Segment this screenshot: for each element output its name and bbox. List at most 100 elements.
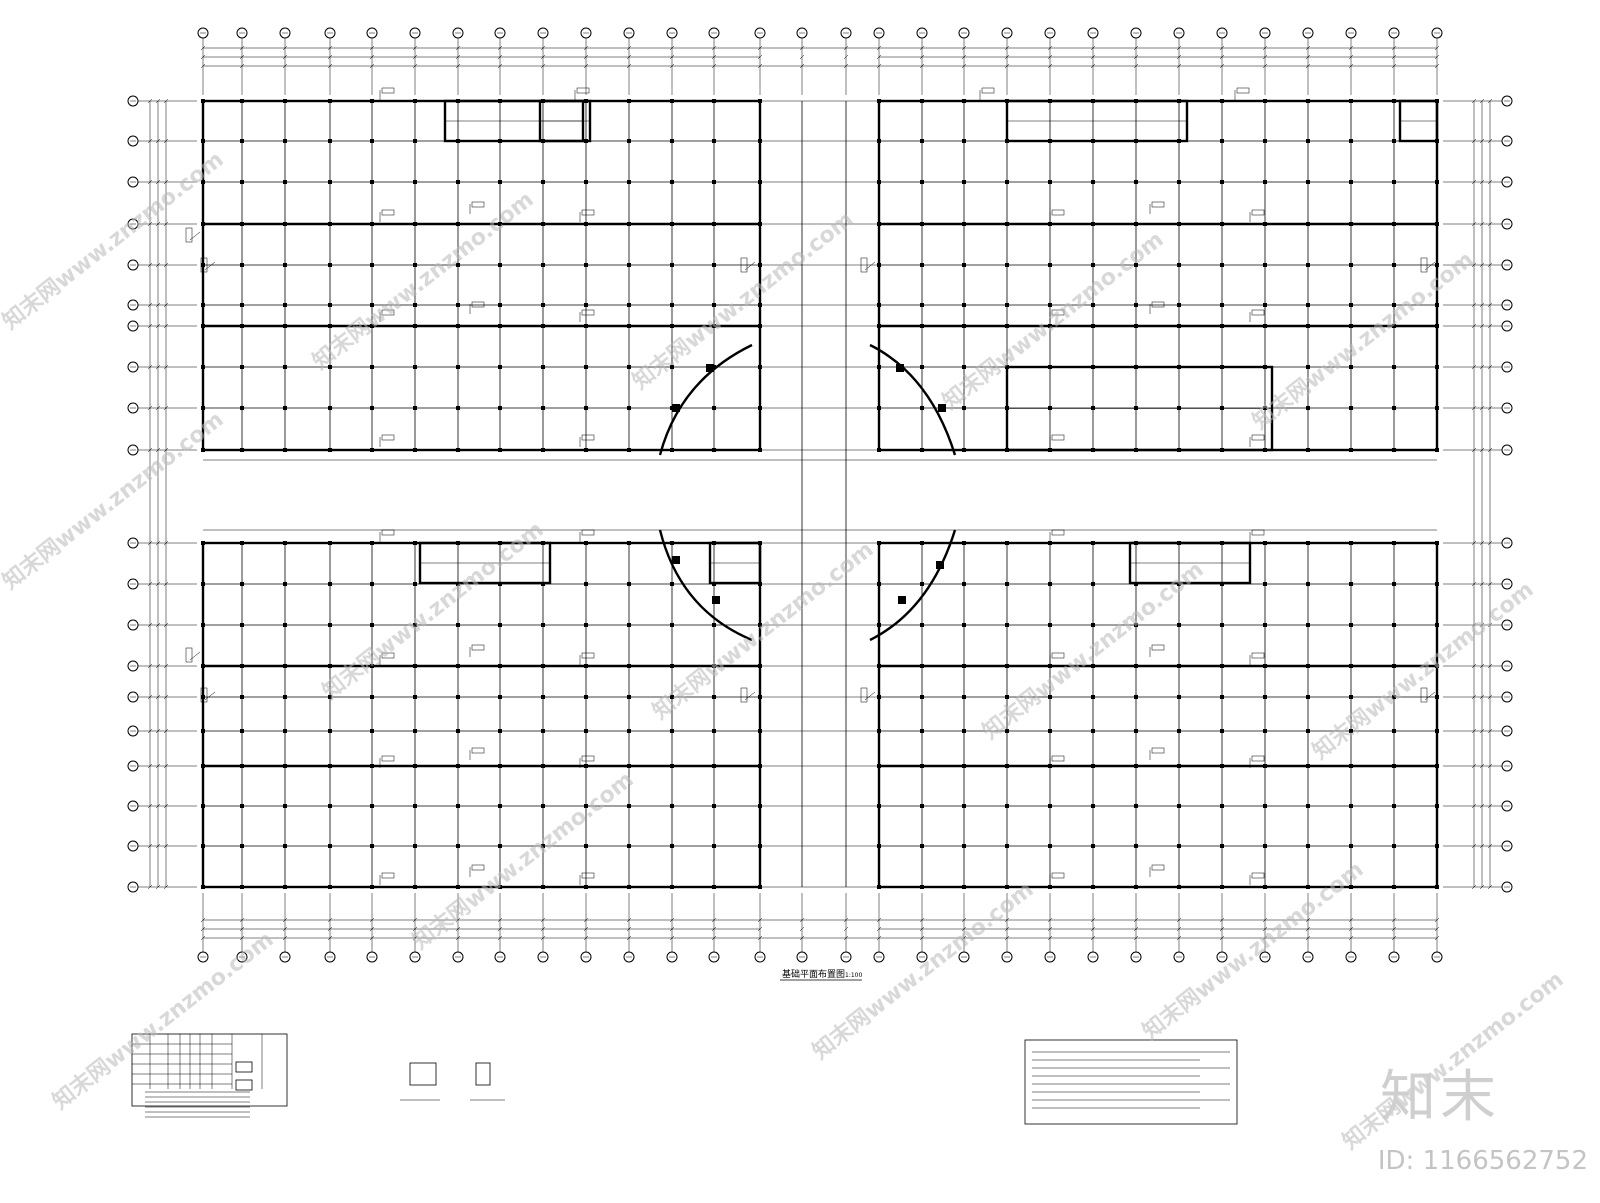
column-square-icon xyxy=(1134,222,1138,226)
dimension-tick xyxy=(327,935,333,941)
column-square-icon xyxy=(1134,303,1138,307)
column-square-icon xyxy=(1134,804,1138,808)
column-square-icon xyxy=(584,541,588,545)
dimension-tick xyxy=(1305,45,1311,51)
column-square-icon xyxy=(1177,222,1181,226)
column-square-icon xyxy=(1435,729,1439,733)
column-square-icon xyxy=(758,180,762,184)
dimension-tick xyxy=(163,138,169,144)
column-square-icon xyxy=(541,180,545,184)
dimension-tick xyxy=(1391,926,1397,932)
column-square-icon xyxy=(541,623,545,627)
column-square-icon xyxy=(962,365,966,369)
column-square-icon xyxy=(584,844,588,848)
dimension-tick xyxy=(147,262,153,268)
column-square-icon xyxy=(1349,844,1353,848)
annotation-tag xyxy=(581,872,595,879)
dimension-tick xyxy=(799,935,805,941)
column-square-icon xyxy=(1435,324,1439,328)
side-annotation-tag xyxy=(200,687,208,703)
dimension-tick xyxy=(1391,63,1397,69)
dimension-tick xyxy=(155,138,161,144)
column-square-icon xyxy=(712,664,716,668)
column-square-icon xyxy=(1435,582,1439,586)
column-square-icon xyxy=(1048,303,1052,307)
column-square-icon xyxy=(877,764,881,768)
dimension-tick xyxy=(1047,926,1053,932)
dimension-tick xyxy=(412,54,418,60)
dimension-tick xyxy=(1487,540,1493,546)
column-square-icon xyxy=(1048,180,1052,184)
column-square-icon xyxy=(758,729,762,733)
dimension-tick xyxy=(1219,926,1225,932)
dimension-tick xyxy=(1219,935,1225,941)
column-square-icon xyxy=(877,623,881,627)
dimension-tick xyxy=(147,364,153,370)
dimension-tick xyxy=(200,935,206,941)
column-square-icon xyxy=(627,664,631,668)
column-square-icon xyxy=(1349,139,1353,143)
dimension-tick xyxy=(1471,622,1477,628)
column-square-icon xyxy=(670,582,674,586)
column-square-icon xyxy=(498,406,502,410)
dimension-tick xyxy=(412,45,418,51)
column-square-icon xyxy=(758,263,762,267)
column-square-icon xyxy=(1005,582,1009,586)
watermark-text: 知末网www.znzmo.com xyxy=(628,206,859,394)
column-square-icon xyxy=(1048,885,1052,889)
dimension-tick xyxy=(147,179,153,185)
dimension-tick xyxy=(919,926,925,932)
column-square-icon xyxy=(1349,99,1353,103)
watermark-text: 知末网www.znzmo.com xyxy=(1248,246,1479,434)
column-square-icon xyxy=(541,804,545,808)
dimension-tick xyxy=(669,917,675,923)
column-square-icon xyxy=(498,448,502,452)
column-square-icon xyxy=(1220,664,1224,668)
dimension-tick xyxy=(1487,138,1493,144)
column-square-icon xyxy=(283,582,287,586)
column-square-icon xyxy=(670,222,674,226)
dimension-tick xyxy=(757,45,763,51)
column-square-icon xyxy=(1005,222,1009,226)
dimension-tick xyxy=(155,884,161,890)
column-square-icon xyxy=(1392,324,1396,328)
watermark-text: 知末网www.znzmo.com xyxy=(938,226,1169,414)
annotation-tag xyxy=(381,872,395,879)
column-square-icon xyxy=(283,448,287,452)
side-leader-line xyxy=(864,261,876,271)
column-square-icon xyxy=(877,448,881,452)
column-square-icon xyxy=(498,324,502,328)
dimension-tick xyxy=(163,447,169,453)
column-square-icon xyxy=(584,180,588,184)
column-square-icon xyxy=(1091,764,1095,768)
column-square-icon xyxy=(201,844,205,848)
column-square-icon xyxy=(1177,695,1181,699)
column-square-icon xyxy=(627,764,631,768)
column-square-icon xyxy=(584,695,588,699)
column-square-icon xyxy=(1091,541,1095,545)
column-square-icon xyxy=(758,406,762,410)
column-square-icon xyxy=(1306,541,1310,545)
dimension-tick xyxy=(1176,917,1182,923)
column-square-icon xyxy=(1177,263,1181,267)
column-square-icon xyxy=(201,541,205,545)
column-square-icon xyxy=(1005,844,1009,848)
dimension-tick xyxy=(1487,221,1493,227)
column-square-icon xyxy=(283,541,287,545)
curved-wall-column-icon xyxy=(672,556,680,564)
column-square-icon xyxy=(1263,324,1267,328)
dimension-tick xyxy=(1305,926,1311,932)
dimension-tick xyxy=(583,54,589,60)
column-square-icon xyxy=(584,804,588,808)
column-square-icon xyxy=(1263,406,1267,410)
column-square-icon xyxy=(1177,406,1181,410)
column-square-icon xyxy=(498,844,502,848)
column-square-icon xyxy=(498,885,502,889)
column-square-icon xyxy=(1392,844,1396,848)
column-square-icon xyxy=(413,885,417,889)
column-square-icon xyxy=(1048,804,1052,808)
column-square-icon xyxy=(201,303,205,307)
column-square-icon xyxy=(456,695,460,699)
column-square-icon xyxy=(1005,664,1009,668)
dimension-tick xyxy=(1305,54,1311,60)
